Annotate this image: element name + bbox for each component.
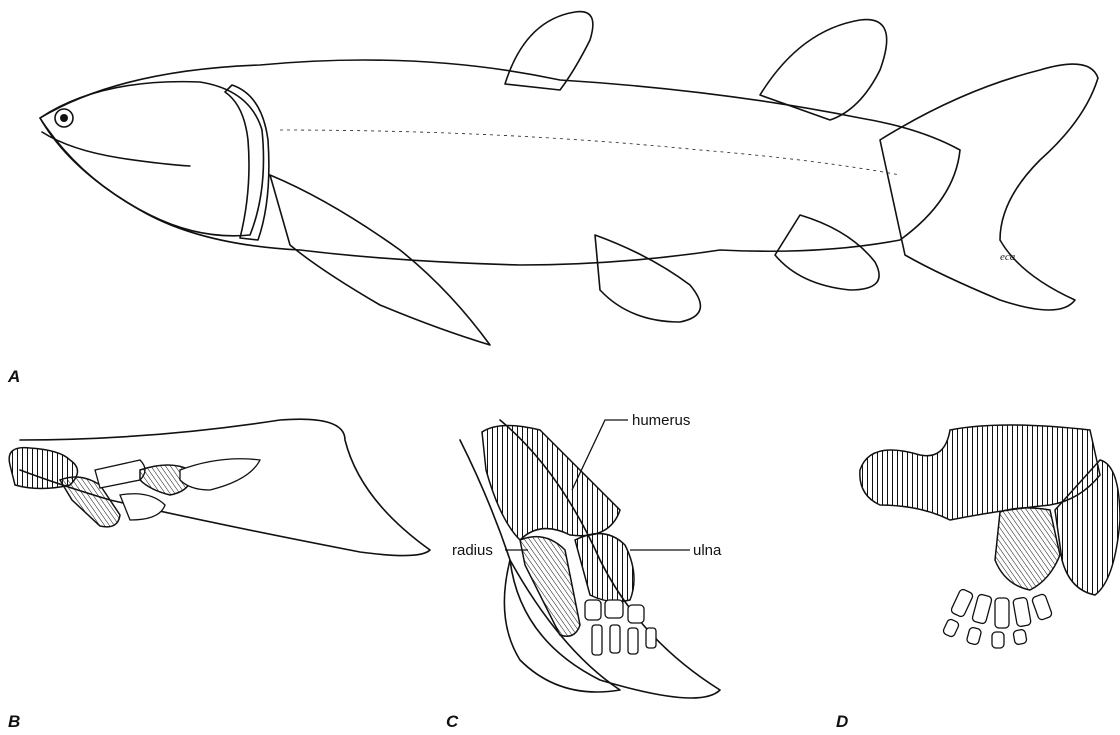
pectoral-fin <box>270 175 490 345</box>
pelvic-fin <box>595 235 700 322</box>
second-ventral-fin <box>775 215 879 290</box>
panel-b-fin-skeleton <box>9 419 430 555</box>
panel-letter-b: B <box>8 712 20 732</box>
artist-signature: eca <box>1000 251 1016 263</box>
lateral-line <box>280 130 900 175</box>
fish-body <box>40 60 960 265</box>
mid-bone-3 <box>120 494 165 520</box>
panel-c-limb-skeleton: humerus radius ulna <box>452 412 722 698</box>
label-ulna: ulna <box>693 542 722 559</box>
digits-d <box>942 588 1053 648</box>
label-radius: radius <box>452 542 493 559</box>
fish-head <box>40 82 264 236</box>
label-humerus: humerus <box>632 412 690 429</box>
panel-letter-c: C <box>446 712 458 732</box>
mid-bone-2 <box>95 460 145 488</box>
panel-d-tetrapod-limb <box>860 425 1120 648</box>
panel-letter-a: A <box>8 367 20 387</box>
caudal-fin <box>880 64 1098 310</box>
humerus-bone <box>482 425 620 540</box>
panel-a-fish-illustration: eca <box>40 12 1098 345</box>
operculum-band <box>225 85 269 240</box>
radius-ulna-d <box>995 508 1060 590</box>
ulna-bone <box>575 534 634 602</box>
panel-letter-d: D <box>836 712 848 732</box>
radials <box>180 459 260 490</box>
second-dorsal-fin <box>760 20 887 120</box>
